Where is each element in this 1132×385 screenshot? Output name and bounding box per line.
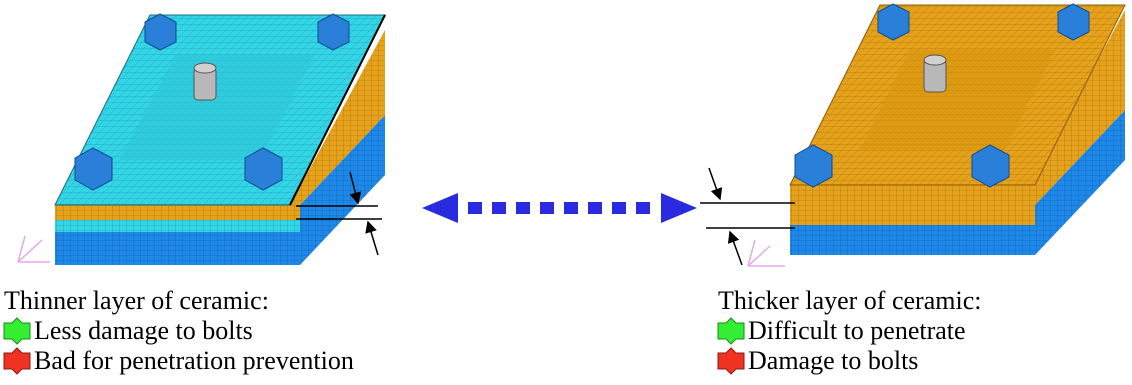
left-projectile [193, 62, 217, 101]
right-bolt-top-left [877, 3, 910, 41]
comparison-double-arrow [422, 193, 697, 223]
right-point-negative-text: Damage to bolts [748, 346, 919, 375]
left-cyan-band-front [55, 220, 300, 232]
right-caption-heading: Thicker layer of ceramic: [718, 286, 982, 315]
green-star-icon [3, 317, 31, 345]
red-star-icon [3, 347, 31, 375]
left-thickness-indicator [296, 171, 382, 256]
red-star-icon [717, 347, 745, 375]
right-base-front [790, 225, 1035, 255]
right-point-negative: Damage to bolts [716, 346, 981, 376]
left-plate-model [17, 13, 386, 265]
green-star-icon [717, 317, 745, 345]
right-ceramic-side-right [1030, 10, 1125, 205]
right-projectile [923, 54, 947, 93]
left-impact-zone [120, 55, 315, 160]
right-plate-model [747, 3, 1126, 267]
left-bolt-bottom-left [74, 147, 113, 191]
left-base-side-right [300, 115, 385, 265]
right-ceramic-front [790, 185, 1035, 225]
left-bolt-top-left [144, 13, 177, 51]
right-axis-triad [747, 239, 785, 267]
right-point-positive: Difficult to penetrate [716, 316, 981, 346]
left-ceramic-side-right [290, 30, 385, 205]
right-impact-zone [860, 50, 1055, 150]
left-caption: Thinner layer of ceramic: Less damage to… [2, 286, 354, 376]
left-point-negative: Bad for penetration prevention [2, 346, 354, 376]
left-point-positive-text: Less damage to bolts [34, 316, 253, 345]
left-point-positive: Less damage to bolts [2, 316, 354, 346]
right-caption: Thicker layer of ceramic: Difficult to p… [716, 286, 981, 376]
right-bolt-bottom-left [794, 144, 833, 188]
left-top-edge [289, 14, 386, 206]
left-caption-heading: Thinner layer of ceramic: [4, 286, 269, 315]
right-base-side-right [1035, 110, 1125, 255]
left-base-front [55, 222, 300, 265]
right-bolt-bottom-right [971, 144, 1010, 188]
left-bolt-top-right [317, 13, 350, 51]
right-thickness-indicator [700, 167, 795, 266]
left-ceramic-front [55, 205, 300, 220]
left-bolt-bottom-right [244, 147, 283, 191]
left-point-negative-text: Bad for penetration prevention [34, 346, 354, 375]
right-point-positive-text: Difficult to penetrate [748, 316, 966, 345]
right-bolt-top-right [1057, 3, 1090, 41]
left-axis-triad [17, 235, 50, 263]
